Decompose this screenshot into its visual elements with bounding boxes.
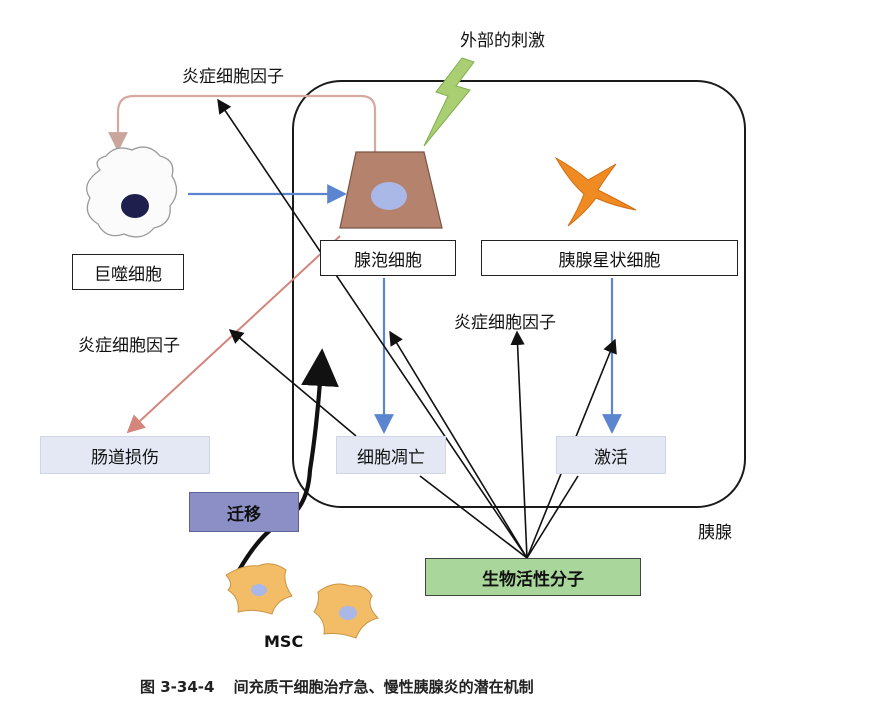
msc-cell-icon bbox=[225, 563, 379, 639]
stellate-cell-box: 胰腺星状细胞 bbox=[481, 240, 738, 276]
intestinal-injury-box: 肠道损伤 bbox=[40, 436, 210, 474]
cytokine-label-center: 炎症细胞因子 bbox=[454, 313, 556, 333]
external-stimulus-label: 外部的刺激 bbox=[460, 31, 545, 51]
activation-box: 激活 bbox=[556, 436, 666, 474]
apoptosis-box: 细胞凋亡 bbox=[336, 436, 446, 474]
pancreas-label: 胰腺 bbox=[698, 523, 732, 543]
cytokine-label-top: 炎症细胞因子 bbox=[182, 67, 284, 87]
msc-migration-arrow bbox=[236, 348, 339, 574]
macrophage-cell-icon bbox=[86, 146, 178, 238]
figure-caption: 图 3-34-4 间充质干细胞治疗急、慢性胰腺炎的潜在机制 bbox=[140, 676, 534, 697]
figure-number: 图 3-34-4 bbox=[140, 678, 215, 696]
cytokine-loop-arrow bbox=[108, 94, 377, 152]
stellate-cell-icon bbox=[554, 156, 637, 227]
migration-box: 迁移 bbox=[189, 492, 299, 532]
cytokine-label-left: 炎症细胞因子 bbox=[78, 336, 180, 356]
acinar-cell-icon bbox=[339, 151, 443, 229]
pancreas-outline bbox=[292, 80, 746, 508]
figure-title: 间充质干细胞治疗急、慢性胰腺炎的潜在机制 bbox=[233, 678, 534, 696]
msc-label: MSC bbox=[264, 632, 304, 651]
lightning-icon bbox=[423, 57, 475, 147]
apoptosis-to-cytokine-arrow bbox=[228, 329, 357, 437]
bioactive-molecules-box: 生物活性分子 bbox=[425, 558, 641, 596]
acinar-cell-box: 腺泡细胞 bbox=[320, 240, 456, 276]
macrophage-box: 巨噬细胞 bbox=[72, 254, 184, 290]
